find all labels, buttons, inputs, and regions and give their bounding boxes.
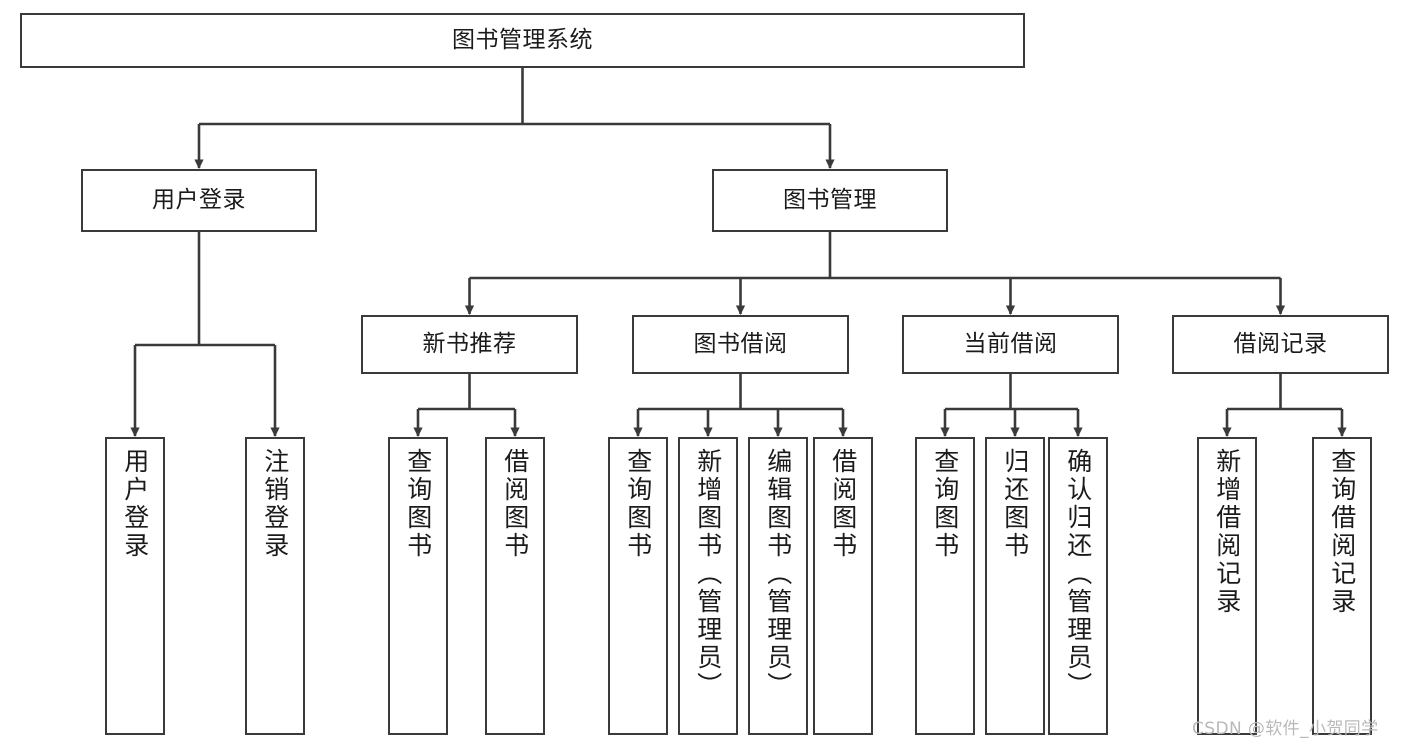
node-l_confirm[interactable]: 确认归还（管理员） <box>1048 437 1108 735</box>
node-label: 用户登录 <box>120 448 150 560</box>
node-l_bb2[interactable]: 借阅图书 <box>813 437 873 735</box>
node-l_bb1[interactable]: 借阅图书 <box>485 437 545 735</box>
csdn-watermark: CSDN @软件_小贺同学 <box>1192 719 1379 739</box>
node-label: 确认归还（管理员） <box>1063 448 1093 700</box>
node-label: 查询借阅记录 <box>1327 448 1357 616</box>
node-label: 图书管理系统 <box>452 26 593 53</box>
node-l_qb1[interactable]: 查询图书 <box>388 437 448 735</box>
node-borrow[interactable]: 图书借阅 <box>632 315 849 374</box>
node-label: 当前借阅 <box>963 330 1058 357</box>
node-label: 注销登录 <box>260 448 290 560</box>
node-l_qb3[interactable]: 查询图书 <box>915 437 975 735</box>
node-label: 借阅图书 <box>828 448 858 560</box>
node-label: 借阅图书 <box>500 448 530 560</box>
node-record[interactable]: 借阅记录 <box>1172 315 1389 374</box>
node-label: 查询图书 <box>930 448 960 560</box>
node-label: 归还图书 <box>1000 448 1030 560</box>
node-current[interactable]: 当前借阅 <box>902 315 1119 374</box>
node-label: 借阅记录 <box>1233 330 1328 357</box>
node-root[interactable]: 图书管理系统 <box>20 13 1025 68</box>
node-l_login[interactable]: 用户登录 <box>105 437 165 735</box>
node-label: 图书管理 <box>783 186 877 213</box>
node-l_logout[interactable]: 注销登录 <box>245 437 305 735</box>
node-label: 编辑图书（管理员） <box>763 448 793 700</box>
node-label: 新书推荐 <box>422 330 517 357</box>
node-l_qb2[interactable]: 查询图书 <box>608 437 668 735</box>
node-login[interactable]: 用户登录 <box>81 169 317 232</box>
node-bookmgmt[interactable]: 图书管理 <box>712 169 948 232</box>
node-label: 新增借阅记录 <box>1212 448 1242 616</box>
node-label: 图书借阅 <box>693 330 788 357</box>
node-label: 新增图书（管理员） <box>693 448 723 700</box>
node-l_editbook[interactable]: 编辑图书（管理员） <box>748 437 808 735</box>
node-l_addbook[interactable]: 新增图书（管理员） <box>678 437 738 735</box>
node-label: 用户登录 <box>152 186 246 213</box>
node-label: 查询图书 <box>623 448 653 560</box>
node-l_return[interactable]: 归还图书 <box>985 437 1045 735</box>
node-l_qrec[interactable]: 查询借阅记录 <box>1312 437 1372 735</box>
node-newbook[interactable]: 新书推荐 <box>361 315 578 374</box>
node-l_addrec[interactable]: 新增借阅记录 <box>1197 437 1257 735</box>
node-label: 查询图书 <box>403 448 433 560</box>
